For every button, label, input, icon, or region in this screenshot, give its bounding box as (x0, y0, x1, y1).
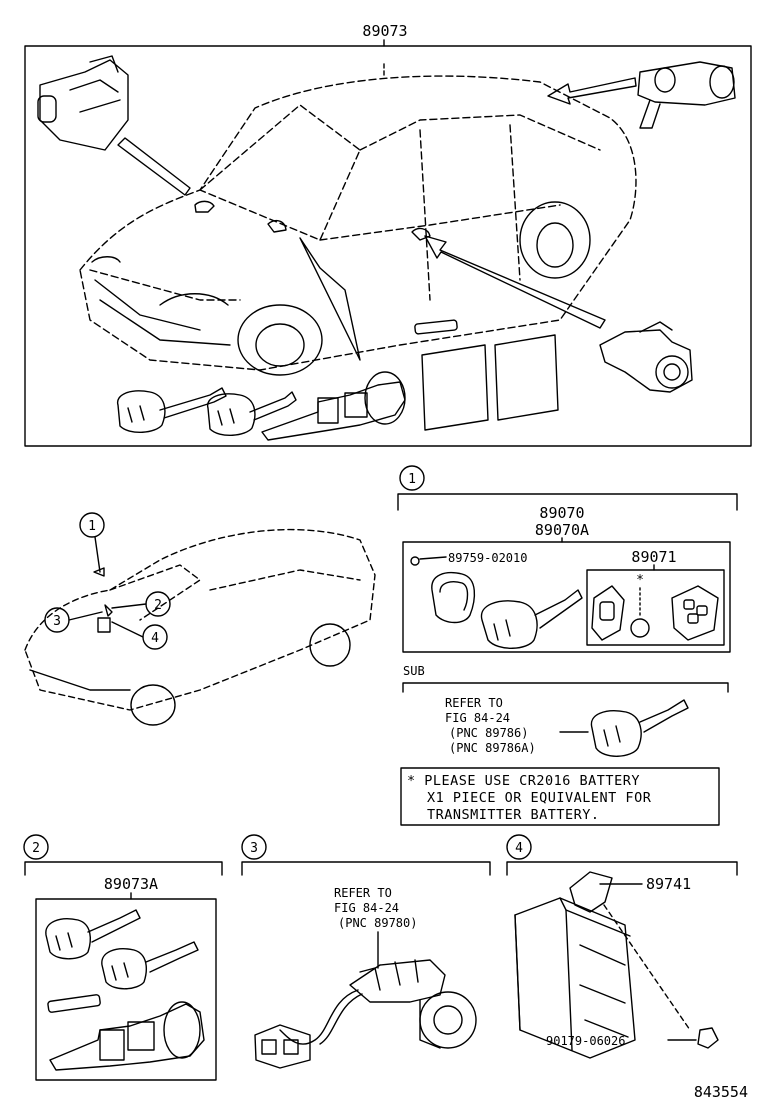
part-number-90179-06026[interactable]: 90179-06026 (546, 1034, 625, 1048)
section-1-frame (402, 541, 731, 653)
key-2 (206, 391, 297, 436)
figure-id: 843554 (694, 1083, 748, 1101)
overview-callout-1 (79, 512, 105, 538)
hood-lock-point (194, 200, 215, 213)
pointer-arrow-hood (117, 137, 191, 196)
section-4: 4 89741 90179-06026 (506, 834, 738, 1059)
section-2-callout (23, 834, 49, 860)
pointer-arrow-door (424, 235, 606, 329)
part-number-89070[interactable]: 89070 (539, 504, 584, 522)
key-2-2 (101, 941, 199, 990)
overview-callout-1-label: 1 (88, 519, 96, 534)
glove-box-cylinder-2 (49, 1001, 205, 1071)
key-tag-1 (421, 344, 489, 431)
top-panel-frame (24, 45, 752, 447)
ignition-switch-harness (254, 959, 477, 1069)
sub-refer-line-1: REFER TO (445, 696, 503, 710)
ignition-cylinder-top-left (37, 55, 129, 151)
key-blank-strip (414, 319, 458, 335)
transmitter-cover (671, 585, 719, 641)
bolt-icon (697, 1027, 719, 1049)
overview-callout-4-label: 4 (151, 631, 159, 646)
sub-refer-line-2[interactable]: FIG 84-24 (445, 711, 510, 725)
part-number-89759-02010[interactable]: 89759-02010 (448, 551, 527, 565)
key-tag-2 (494, 334, 559, 421)
pointer-arrow-trunk (547, 77, 637, 105)
immobilizer-ecu (514, 871, 636, 1059)
section-1-bracket (397, 493, 738, 511)
battery-asterisk: * (636, 573, 644, 588)
section-3-bracket (241, 861, 491, 876)
glove-box-cylinder (261, 371, 406, 441)
top-panel: 89073 (24, 22, 752, 447)
sub-label: SUB (403, 664, 425, 678)
section-3-refer-line-1: REFER TO (334, 886, 392, 900)
battery-note-line-3: TRANSMITTER BATTERY. (427, 807, 600, 823)
section-3-callout-label: 3 (250, 841, 258, 856)
section-4-callout (506, 834, 532, 860)
section-3-refer-line-3: (PNC 89780) (338, 916, 417, 930)
sub-key (590, 699, 689, 757)
battery-note-line-2: X1 PIECE OR EQUIVALENT FOR (427, 790, 652, 806)
screw-icon (410, 556, 420, 566)
overview-callout-3-label: 3 (53, 614, 61, 629)
sub-refer-line-3: (PNC 89786) (449, 726, 528, 740)
section-3-callout (241, 834, 267, 860)
section-1-callout (399, 465, 425, 491)
key-2-1 (45, 909, 141, 960)
battery-note-box (400, 767, 720, 826)
door-lock-point (411, 227, 431, 241)
overview-car: 1 2 3 4 (24, 512, 376, 726)
sub-bracket (402, 682, 729, 693)
section-3-refer-line-2[interactable]: FIG 84-24 (334, 901, 399, 915)
section-3: 3 REFER TO FIG 84-24 (PNC 89780) (241, 834, 491, 1069)
transmitter-frame (586, 569, 725, 646)
battery-icon (630, 618, 650, 638)
part-number-89741[interactable]: 89741 (646, 875, 691, 893)
key-head-cover (431, 572, 476, 624)
car-illustration-large (79, 75, 637, 371)
ignition-point (267, 219, 287, 233)
section-4-bracket (506, 861, 738, 876)
section-4-callout-label: 4 (515, 841, 523, 856)
overview-callout-2-label: 2 (154, 598, 162, 613)
trunk-lock-cylinder (637, 61, 736, 129)
part-number-89073a[interactable]: 89073A (104, 875, 158, 893)
sub-refer-line-4: (PNC 89786A) (449, 741, 536, 755)
section-2-callout-label: 2 (32, 841, 40, 856)
door-lock-cylinder (599, 321, 693, 393)
battery-note-line-1: * PLEASE USE CR2016 BATTERY (407, 773, 640, 789)
master-key (480, 589, 583, 649)
section-2: 2 89073A (23, 834, 223, 1081)
section-2-frame (35, 898, 217, 1081)
car-details-large (91, 201, 591, 376)
part-number-89071[interactable]: 89071 (631, 548, 676, 566)
transmitter-case (591, 585, 625, 641)
pointer-arrow-ignition (299, 237, 361, 361)
section-1-callout-label: 1 (408, 472, 416, 487)
section-2-bracket (24, 861, 223, 876)
part-number-89073[interactable]: 89073 (362, 22, 407, 40)
key-blank-strip-2 (47, 994, 101, 1013)
key-1 (116, 387, 227, 433)
section-1: 1 89070 89070A 89759-02010 89071 * (397, 465, 738, 826)
part-number-89070a[interactable]: 89070A (535, 521, 589, 539)
